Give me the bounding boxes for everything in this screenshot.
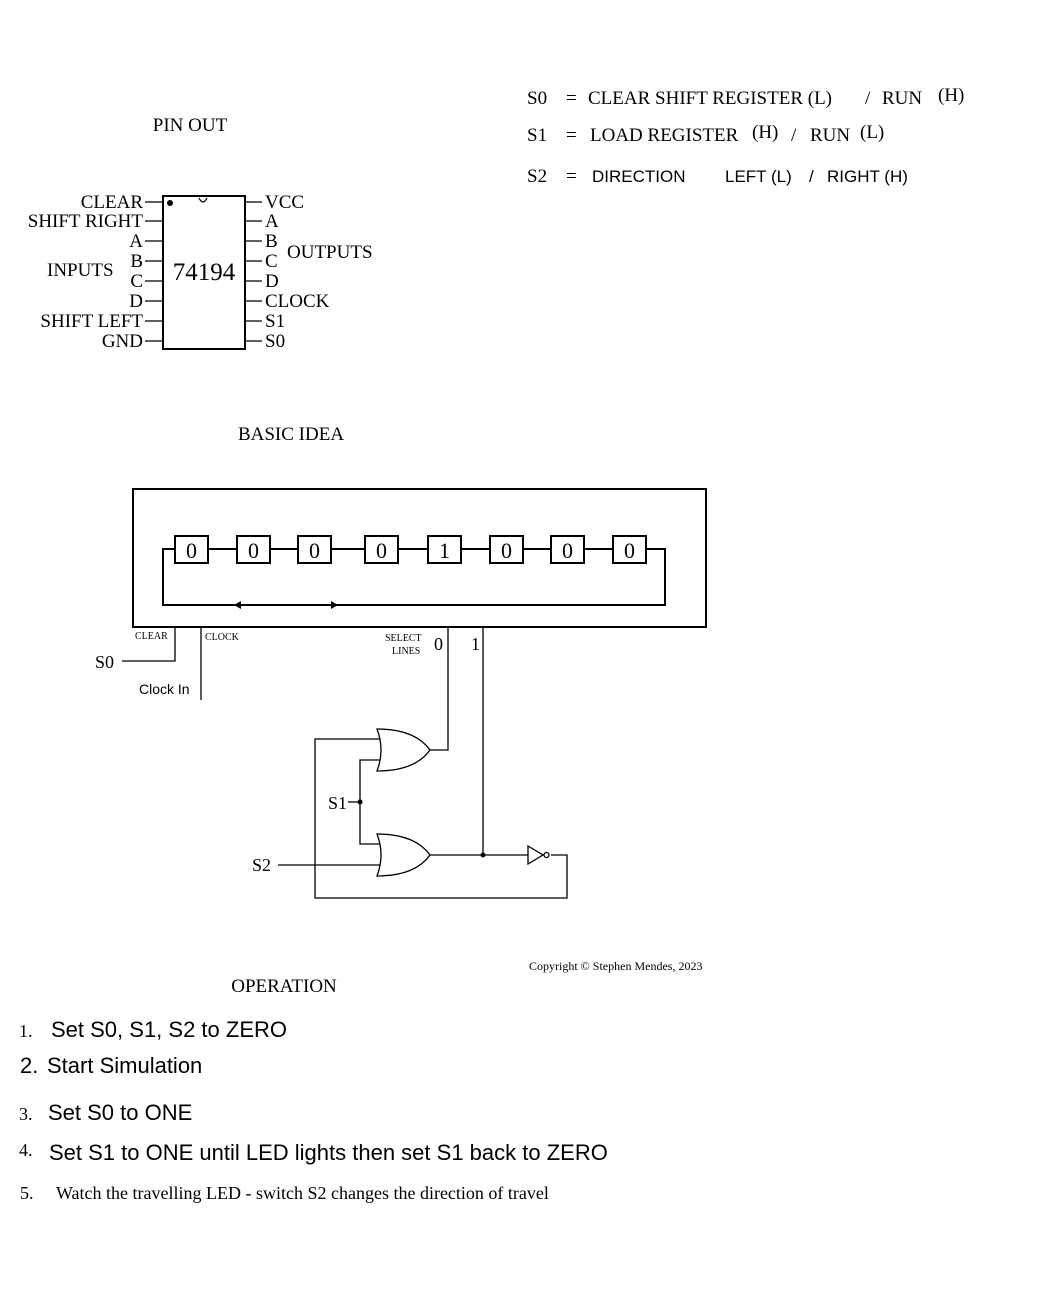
inverter-bubble	[543, 851, 550, 859]
right-pin-label: B	[265, 231, 278, 252]
legend-s2-right: RIGHT (H)	[827, 167, 908, 186]
right-pin-label: A	[265, 211, 279, 232]
left-pin-label: CLEAR	[81, 192, 144, 213]
copyright: Copyright © Stephen Mendes, 2023	[529, 959, 702, 973]
register-cell-value: 0	[248, 538, 259, 563]
register-cell	[297, 535, 332, 564]
register-cell-value: 0	[309, 538, 320, 563]
step-3-num: 3.	[19, 1104, 33, 1124]
left-pin-label: GND	[102, 331, 143, 352]
register-cell	[489, 535, 524, 564]
left-pin-label: SHIFT RIGHT	[28, 211, 144, 232]
left-pin-label: SHIFT LEFT	[40, 311, 143, 332]
basic-idea-title: BASIC IDEA	[238, 424, 344, 445]
inputs-label: INPUTS	[47, 260, 114, 281]
right-pin-label: C	[265, 251, 278, 272]
chip-notch	[198, 197, 208, 203]
register-box	[132, 488, 707, 628]
clock-in-label: Clock In	[139, 681, 190, 697]
register-cell-value: 0	[562, 538, 573, 563]
step-5-num: 5.	[20, 1183, 34, 1203]
left-pin-label: D	[129, 291, 143, 312]
clock-label: CLOCK	[205, 632, 240, 643]
legend-s0-sep: /	[865, 88, 871, 109]
legend-s2-text: DIRECTION	[592, 167, 686, 186]
select-label-2: LINES	[392, 646, 420, 657]
legend-s0-run: RUN	[882, 88, 922, 109]
register-cell	[174, 535, 209, 564]
legend: S0 = CLEAR SHIFT REGISTER (L) / RUN (H) …	[527, 85, 964, 187]
register-cell	[236, 535, 271, 564]
s2-label: S2	[252, 855, 271, 875]
register-cell-value: 0	[624, 538, 635, 563]
or-gate-1	[376, 728, 431, 772]
left-pin-label: C	[130, 271, 143, 292]
register-cell-value: 0	[186, 538, 197, 563]
register-cell-value: 0	[501, 538, 512, 563]
legend-s1-sep: /	[791, 125, 797, 146]
right-pin-label: VCC	[265, 192, 304, 213]
step-1-num: 1.	[19, 1021, 33, 1041]
register-cell-value: 1	[439, 538, 450, 563]
legend-s1-text: LOAD REGISTER	[590, 125, 739, 146]
select0-label: 0	[434, 634, 443, 654]
legend-s1-state2: (L)	[860, 122, 884, 143]
s1-label: S1	[328, 793, 347, 813]
pinout-title: PIN OUT	[153, 115, 228, 136]
or-gate-2	[376, 833, 431, 877]
clear-label: CLEAR	[135, 631, 168, 642]
left-pin-label: B	[130, 251, 143, 272]
legend-s1-eq: =	[566, 125, 577, 146]
register-cell	[612, 535, 647, 564]
legend-s0-name: S0	[527, 88, 547, 109]
s0-label: S0	[95, 652, 114, 672]
right-pin-label: S1	[265, 311, 285, 332]
step-5-text: Watch the travelling LED - switch S2 cha…	[56, 1183, 549, 1203]
select0-wire	[430, 627, 449, 751]
feedback-wire	[314, 738, 568, 899]
register-cell	[550, 535, 585, 564]
output-junction	[480, 852, 486, 858]
basic-idea: BASIC IDEA 0 0 0 0 1 0 0 0 CLEAR S0 CLOCK Clock…	[95, 424, 707, 899]
right-pin-label: S0	[265, 331, 285, 352]
s1-wire	[359, 759, 380, 845]
legend-s0-state: (H)	[938, 85, 964, 106]
inverter-icon	[527, 844, 545, 866]
chip-body	[162, 195, 246, 350]
left-pin-label: A	[129, 231, 143, 252]
right-pin-label: D	[265, 271, 279, 292]
legend-s2-left: LEFT (L)	[725, 167, 792, 186]
select1-label: 1	[471, 634, 480, 654]
select-label-1: SELECT	[385, 633, 422, 644]
register-cell	[364, 535, 399, 564]
register-cell-value: 0	[376, 538, 387, 563]
legend-s1-run: RUN	[810, 125, 850, 146]
legend-s2-sep: /	[809, 167, 814, 186]
legend-s1-state1: (H)	[752, 122, 778, 143]
chip-label: 74194	[173, 259, 236, 286]
operation-title: OPERATION	[231, 976, 337, 997]
legend-s0-eq: =	[566, 88, 577, 109]
register-cell	[427, 535, 462, 564]
step-4-num: 4.	[19, 1140, 33, 1160]
step-3-text: Set S0 to ONE	[48, 1100, 192, 1125]
outputs-label: OUTPUTS	[287, 242, 373, 263]
step-2-num: 2.	[20, 1053, 38, 1078]
operation: OPERATION 1. Set S0, S1, S2 to ZERO 2. S…	[19, 976, 608, 1203]
legend-s2-name: S2	[527, 166, 547, 187]
right-pin-label: CLOCK	[265, 291, 330, 312]
step-1-text: Set S0, S1, S2 to ZERO	[51, 1017, 287, 1042]
arrow-left-icon	[234, 601, 241, 609]
legend-s1-name: S1	[527, 125, 547, 146]
legend-s2-eq: =	[566, 166, 577, 187]
step-4-text: Set S1 to ONE until LED lights then set …	[49, 1140, 608, 1165]
clear-wire	[122, 627, 176, 662]
pin1-dot	[167, 200, 173, 206]
s1-junction	[357, 799, 363, 805]
arrow-right-icon	[331, 601, 338, 609]
legend-s0-text: CLEAR SHIFT REGISTER (L)	[588, 88, 832, 109]
step-2-text: Start Simulation	[47, 1053, 202, 1078]
